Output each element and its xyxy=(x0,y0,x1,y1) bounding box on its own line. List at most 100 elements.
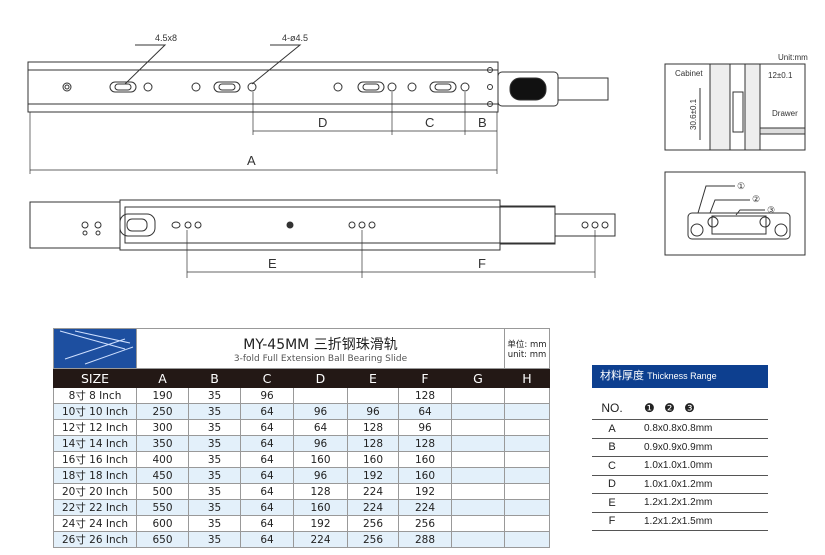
table-cell: 35 xyxy=(188,515,241,532)
grade-label: A xyxy=(608,422,616,435)
table-cell: 600 xyxy=(136,515,189,532)
col-header: F xyxy=(398,368,452,388)
size-cell: 24寸 24 Inch xyxy=(53,515,137,532)
hole-size-label: 4-ø4.5 xyxy=(282,33,308,43)
table-cell: 160 xyxy=(293,499,348,516)
table-subtitle: 3-fold Full Extension Ball Bearing Slide xyxy=(233,353,408,364)
table-cell: 256 xyxy=(347,515,399,532)
part-1-label: ① xyxy=(737,181,745,191)
table-cell xyxy=(504,387,550,404)
table-cell xyxy=(504,403,550,420)
table-cell: 224 xyxy=(347,499,399,516)
dim-f: F xyxy=(478,256,486,271)
table-cell xyxy=(451,435,505,452)
table-cell xyxy=(504,435,550,452)
table-cell xyxy=(347,387,399,404)
product-thumbnail xyxy=(53,328,137,369)
table-cell: 256 xyxy=(347,531,399,548)
part-2-label: ② xyxy=(752,194,760,204)
table-cell: 160 xyxy=(293,451,348,468)
table-cell xyxy=(504,419,550,436)
dim-e: E xyxy=(268,256,277,271)
table-cell: 128 xyxy=(293,483,348,500)
size-cell: 10寸 10 Inch xyxy=(53,403,137,420)
table-cell xyxy=(451,483,505,500)
table-cell: 64 xyxy=(240,499,294,516)
table-cell: 64 xyxy=(240,515,294,532)
unit-cn: 单位: mm xyxy=(507,339,547,350)
table-cell: 192 xyxy=(347,467,399,484)
table-cell: 160 xyxy=(347,451,399,468)
table-cell: 64 xyxy=(240,403,294,420)
slot-holes xyxy=(109,67,493,107)
slot-size-label: 4.5x8 xyxy=(155,33,177,43)
table-cell xyxy=(451,499,505,516)
table-cell: 35 xyxy=(188,499,241,516)
table-cell xyxy=(451,467,505,484)
table-cell: 35 xyxy=(188,451,241,468)
size-cell: 22寸 22 Inch xyxy=(53,499,137,516)
table-cell: 400 xyxy=(136,451,189,468)
table-cell xyxy=(451,403,505,420)
thickness-title-en: Thickness Range xyxy=(647,371,717,381)
table-cell: 500 xyxy=(136,483,189,500)
grade-label: C xyxy=(608,459,616,472)
table-cell: 550 xyxy=(136,499,189,516)
gap-label: 12±0.1 xyxy=(768,71,793,80)
table-cell: 450 xyxy=(136,467,189,484)
table-cell: 96 xyxy=(398,419,452,436)
thickness-header: 材料厚度 Thickness Range xyxy=(592,365,768,388)
table-cell xyxy=(451,419,505,436)
table-cell: 64 xyxy=(240,451,294,468)
table-title: MY-45MM 三折钢珠滑轨 xyxy=(243,336,398,353)
size-cell: 16寸 16 Inch xyxy=(53,451,137,468)
table-cell: 35 xyxy=(188,419,241,436)
table-cell: 160 xyxy=(398,451,452,468)
table-cell: 64 xyxy=(293,419,348,436)
table-cell: 128 xyxy=(347,419,399,436)
table-cell xyxy=(451,531,505,548)
grade-label: B xyxy=(608,441,616,454)
slide-drawing: 4.5x8 4-ø4.5 D C B A E F Unit:mm Cabinet… xyxy=(27,33,808,278)
table-cell: 64 xyxy=(398,403,452,420)
table-cell: 96 xyxy=(293,403,348,420)
table-cell: 64 xyxy=(240,467,294,484)
size-cell: 26寸 26 Inch xyxy=(53,531,137,548)
unit-en: unit: mm xyxy=(507,349,547,360)
table-cell: 35 xyxy=(188,531,241,548)
grade-label: D xyxy=(608,478,616,491)
table-cell: 96 xyxy=(293,467,348,484)
grade-label: E xyxy=(608,496,616,509)
table-cell: 650 xyxy=(136,531,189,548)
installation-section: Unit:mm Cabinet 12±0.1 Drawer 30.6±0.1 ①… xyxy=(664,53,808,256)
table-cell: 128 xyxy=(347,435,399,452)
extended-slide-view: E F xyxy=(29,199,616,278)
size-cell: 12寸 12 Inch xyxy=(53,419,137,436)
table-cell: 35 xyxy=(188,387,241,404)
table-cell: 192 xyxy=(398,483,452,500)
table-cell: 35 xyxy=(188,467,241,484)
table-cell: 64 xyxy=(240,435,294,452)
dim-a: A xyxy=(247,153,256,168)
table-cell xyxy=(504,515,550,532)
table-cell xyxy=(504,451,550,468)
table-cell: 300 xyxy=(136,419,189,436)
table-cell xyxy=(451,515,505,532)
table-cell: 64 xyxy=(240,483,294,500)
table-cell: 190 xyxy=(136,387,189,404)
table-cell: 350 xyxy=(136,435,189,452)
col-header: D xyxy=(293,368,348,388)
thickness-value: 0.9x0.9x0.9mm xyxy=(644,441,713,453)
table-cell: 128 xyxy=(398,387,452,404)
